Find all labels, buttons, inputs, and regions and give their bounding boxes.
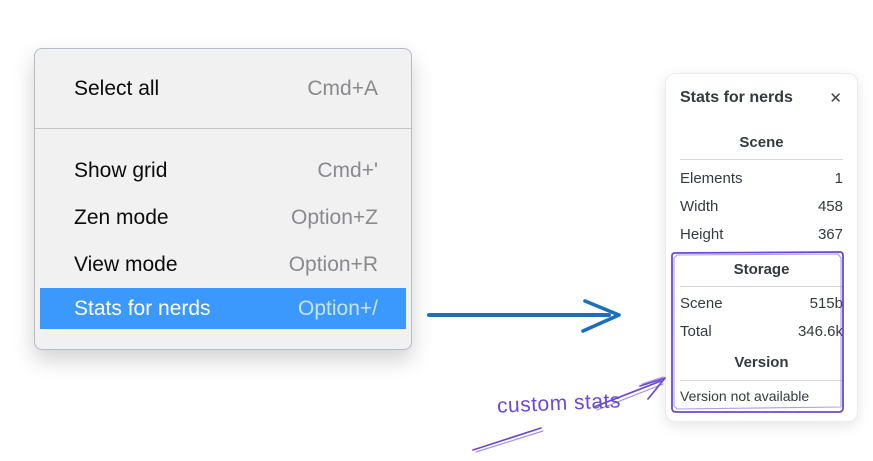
menu-item-label: View mode	[74, 252, 178, 276]
close-icon[interactable]: ✕	[829, 89, 842, 107]
flow-arrow-icon	[427, 299, 621, 333]
stats-panel-title: Stats for nerds	[680, 89, 793, 106]
menu-item-show-grid[interactable]: Show grid Cmd+'	[35, 147, 411, 194]
stat-label: Height	[680, 225, 724, 243]
section-heading-version: Version	[734, 354, 789, 371]
section-divider	[680, 159, 843, 160]
menu-item-shortcut: Option+Z	[291, 205, 378, 229]
menu-item-label: Select all	[74, 76, 160, 100]
stat-row-width: Width 458	[680, 192, 843, 220]
stat-label: Total	[680, 322, 712, 340]
stat-value: 346.6k	[797, 322, 843, 340]
menu-item-shortcut: Option+/	[298, 296, 378, 320]
stat-row-elements: Elements 1	[680, 164, 843, 192]
menu-item-select-all[interactable]: Select all Cmd+A	[35, 49, 411, 128]
stat-label: Scene	[680, 294, 723, 312]
version-note: Version not available	[680, 388, 810, 404]
context-menu: Select all Cmd+A Show grid Cmd+' Zen mod…	[34, 48, 412, 350]
section-divider	[680, 286, 843, 287]
menu-item-shortcut: Cmd+A	[307, 76, 378, 100]
stat-label: Elements	[680, 169, 743, 187]
menu-item-label: Zen mode	[74, 205, 169, 229]
menu-item-shortcut: Option+R	[288, 252, 378, 276]
section-heading-scene: Scene	[739, 134, 784, 151]
menu-group-spacer	[35, 129, 411, 147]
menu-item-shortcut: Cmd+'	[317, 158, 378, 182]
stat-label: Width	[680, 197, 719, 215]
section-heading-storage: Storage	[733, 261, 790, 278]
stat-value: 367	[817, 225, 843, 243]
stats-panel-header: Stats for nerds ✕	[680, 87, 843, 109]
menu-item-stats-for-nerds[interactable]: Stats for nerds Option+/	[40, 288, 406, 329]
stats-panel: Stats for nerds ✕ Scene Elements 1 Width…	[665, 73, 858, 422]
stat-row-scene-size: Scene 515b	[680, 289, 843, 317]
stat-value: 458	[817, 197, 843, 215]
menu-item-view-mode[interactable]: View mode Option+R	[35, 241, 411, 288]
menu-item-zen-mode[interactable]: Zen mode Option+Z	[35, 194, 411, 241]
menu-divider	[35, 128, 411, 129]
stat-value: 515b	[809, 294, 843, 312]
annotation-label: custom stats	[496, 389, 622, 418]
menu-item-label: Show grid	[74, 158, 168, 182]
storage-rows: Scene 515b Total 346.6k	[680, 289, 843, 345]
scene-rows: Elements 1 Width 458 Height 367	[680, 164, 843, 248]
stat-value: 1	[834, 169, 843, 187]
stat-row-total-size: Total 346.6k	[680, 317, 843, 345]
menu-item-label: Stats for nerds	[74, 296, 211, 320]
stat-row-height: Height 367	[680, 220, 843, 248]
section-divider	[680, 380, 843, 381]
